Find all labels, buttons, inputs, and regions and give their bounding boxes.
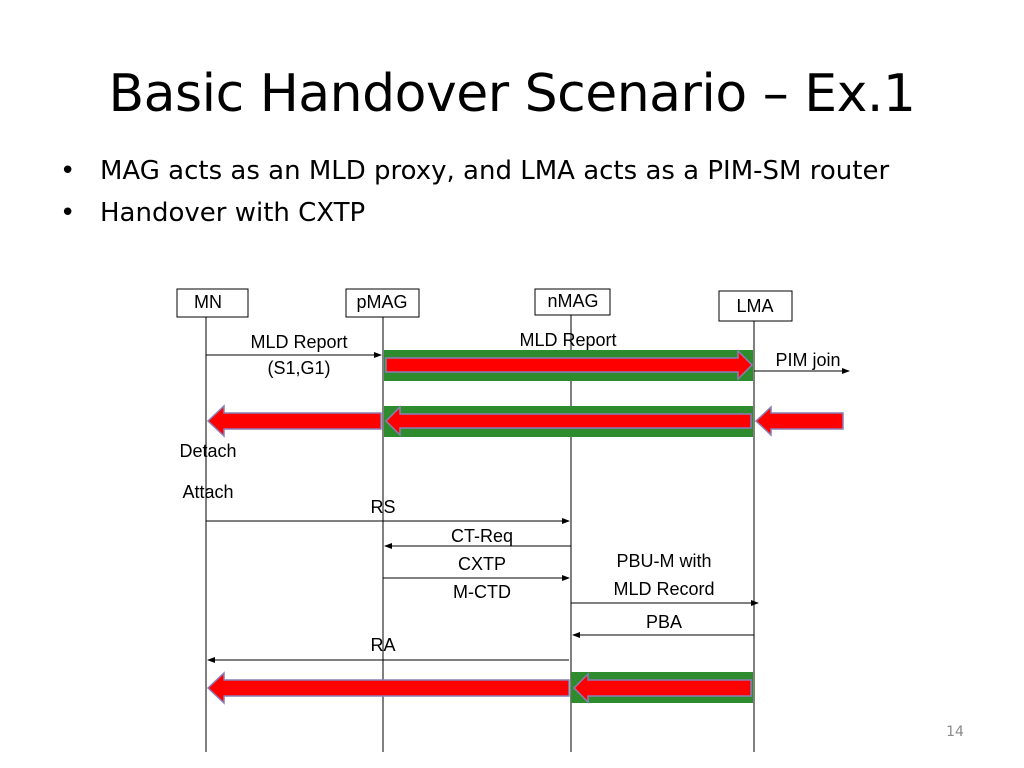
label-cxtp-line1: CXTP [458, 554, 506, 574]
bullet-list: • MAG acts as an MLD proxy, and LMA acts… [60, 155, 960, 239]
label-mld-report-line1: MLD Report [250, 332, 347, 352]
entity-mn-label: MN [194, 292, 222, 312]
entity-lma: LMA [718, 290, 793, 322]
entity-pmag: pMAG [345, 288, 420, 318]
page-number: 14 [946, 724, 964, 740]
label-attach: Attach [182, 482, 233, 502]
bullet-item: • Handover with CXTP [60, 197, 960, 229]
label-rs: RS [370, 497, 395, 517]
bullet-dot: • [60, 198, 76, 228]
arrow-data-lma-to-pmag [384, 405, 752, 437]
bullet-dot: • [60, 156, 76, 186]
arrow-data-nmag-to-mn [206, 671, 570, 705]
arrow-mld-report-pmag-to-lma [385, 349, 754, 381]
label-detach: Detach [179, 441, 236, 461]
slide-title: Basic Handover Scenario – Ex.1 [108, 64, 916, 124]
label-pba: PBA [646, 612, 682, 632]
bullet-item: • MAG acts as an MLD proxy, and LMA acts… [60, 155, 960, 187]
entity-lma-label: LMA [736, 296, 773, 316]
arrow-data-pmag-to-mn [206, 404, 382, 438]
label-ct-req: CT-Req [451, 526, 513, 546]
entity-pmag-label: pMAG [356, 292, 407, 312]
label-mld-report-line2: (S1,G1) [267, 358, 330, 378]
label-cxtp-line2: M-CTD [453, 582, 511, 602]
label-pbu-line1: PBU-M with [616, 551, 711, 571]
bullet-text: MAG acts as an MLD proxy, and LMA acts a… [100, 156, 890, 186]
entity-nmag: nMAG [534, 288, 611, 316]
label-pbu-line2: MLD Record [613, 579, 714, 599]
label-pim-join: PIM join [775, 350, 840, 370]
entity-nmag-label: nMAG [547, 291, 598, 311]
label-mld-report-2: MLD Report [519, 330, 616, 350]
arrow-data-lma-to-nmag [572, 672, 752, 704]
bullet-text: Handover with CXTP [100, 198, 366, 228]
entity-mn: MN [176, 288, 249, 318]
arrow-data-external-to-lma [754, 405, 844, 437]
label-ra: RA [370, 635, 395, 655]
